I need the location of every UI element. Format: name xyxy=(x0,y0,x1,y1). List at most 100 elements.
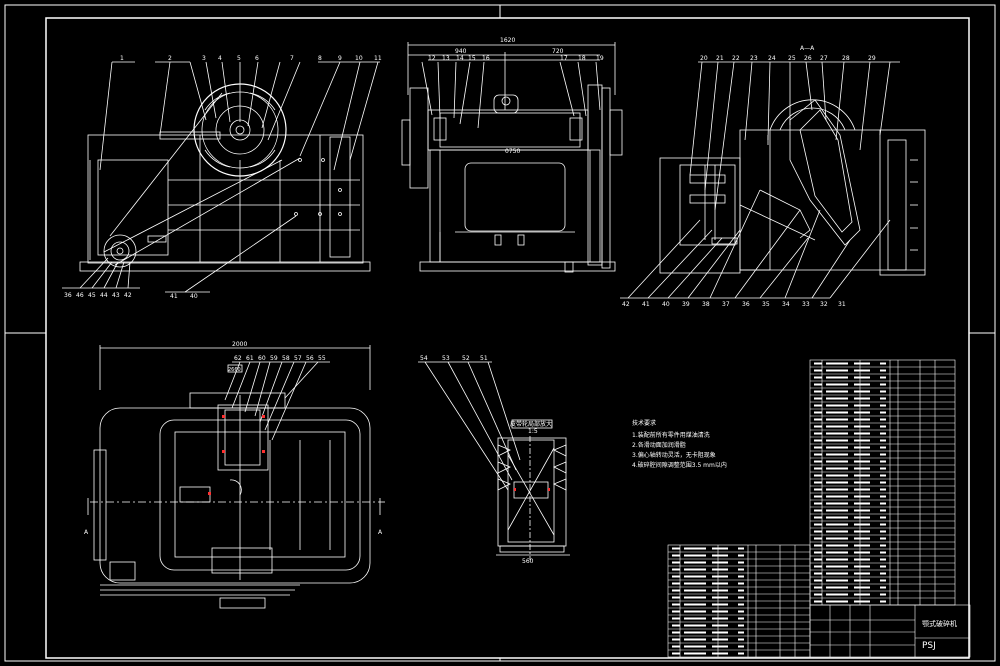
table-cell-glyph xyxy=(684,624,706,627)
table-cell-glyph xyxy=(854,572,870,575)
table-cell-glyph xyxy=(814,502,822,505)
table-cell-glyph xyxy=(854,453,870,456)
table-cell-glyph xyxy=(814,383,822,386)
svg-text:4: 4 xyxy=(218,55,222,62)
table-cell-glyph xyxy=(826,404,848,407)
plan-view-accents xyxy=(208,415,265,495)
table-cell-glyph xyxy=(854,586,870,589)
table-cell-glyph xyxy=(826,467,848,470)
table-cell-glyph xyxy=(854,397,870,400)
table-cell-glyph xyxy=(880,502,886,505)
table-cell-glyph xyxy=(814,446,822,449)
svg-text:35: 35 xyxy=(762,301,770,308)
table-cell-glyph xyxy=(854,516,870,519)
svg-text:A: A xyxy=(378,529,383,536)
table-cell-glyph xyxy=(672,638,680,641)
side-elevation-view xyxy=(62,61,380,293)
table-cell-glyph xyxy=(814,565,822,568)
svg-text:51: 51 xyxy=(480,355,488,362)
svg-text:39: 39 xyxy=(682,301,690,308)
table-cell-glyph xyxy=(712,561,728,564)
table-cell-glyph xyxy=(854,369,870,372)
table-cell-glyph xyxy=(826,418,848,421)
table-cell-glyph xyxy=(880,369,886,372)
svg-text:A: A xyxy=(84,529,89,536)
table-cell-glyph xyxy=(814,460,822,463)
table-cell-glyph xyxy=(814,572,822,575)
svg-text:31: 31 xyxy=(838,301,846,308)
table-cell-glyph xyxy=(672,645,680,648)
table-cell-glyph xyxy=(738,582,744,585)
svg-text:25: 25 xyxy=(788,55,796,62)
table-cell-glyph xyxy=(854,474,870,477)
sheave-accents xyxy=(514,488,550,491)
table-cell-glyph xyxy=(684,631,706,634)
table-cell-glyph xyxy=(712,582,728,585)
table-cell-glyph xyxy=(738,603,744,606)
svg-text:52: 52 xyxy=(462,355,470,362)
table-cell-glyph xyxy=(672,631,680,634)
table-cell-glyph xyxy=(738,645,744,648)
belt-length-label: 2660 xyxy=(228,367,241,373)
table-cell-glyph xyxy=(826,530,848,533)
table-cell-glyph xyxy=(880,558,886,561)
table-cell-glyph xyxy=(880,537,886,540)
svg-text:36: 36 xyxy=(742,301,750,308)
table-cell-glyph xyxy=(880,390,886,393)
table-cell-glyph xyxy=(854,404,870,407)
svg-text:皮带轮局部放大: 皮带轮局部放大 xyxy=(510,420,552,428)
table-cell-glyph xyxy=(814,600,822,603)
table-cell-glyph xyxy=(880,572,886,575)
table-cell-glyph xyxy=(854,390,870,393)
table-cell-glyph xyxy=(814,551,822,554)
table-cell-glyph xyxy=(712,652,728,655)
border-frame xyxy=(4,4,996,662)
table-cell-glyph xyxy=(814,481,822,484)
svg-text:1: 1 xyxy=(120,55,124,62)
table-cell-glyph xyxy=(826,600,848,603)
table-cell-glyph xyxy=(684,554,706,557)
table-cell-glyph xyxy=(826,572,848,575)
svg-text:24: 24 xyxy=(768,55,776,62)
table-cell-glyph xyxy=(712,631,728,634)
table-cell-glyph xyxy=(880,488,886,491)
table-cell-glyph xyxy=(826,369,848,372)
table-cell-glyph xyxy=(712,645,728,648)
table-cell-glyph xyxy=(684,638,706,641)
svg-text:9: 9 xyxy=(338,55,342,62)
table-cell-glyph xyxy=(684,617,706,620)
technical-note-1: 1.装配前所有零件用煤油清洗 xyxy=(632,432,710,439)
svg-text:10: 10 xyxy=(355,55,363,62)
table-cell-glyph xyxy=(854,460,870,463)
svg-text:5: 5 xyxy=(237,55,241,62)
table-cell-glyph xyxy=(814,488,822,491)
svg-text:38: 38 xyxy=(702,301,710,308)
table-cell-glyph xyxy=(814,495,822,498)
table-cell-glyph xyxy=(880,376,886,379)
table-cell-glyph xyxy=(880,530,886,533)
table-cell-glyph xyxy=(684,596,706,599)
table-cell-glyph xyxy=(712,596,728,599)
svg-text:3: 3 xyxy=(202,55,206,62)
table-cell-glyph xyxy=(826,383,848,386)
table-cell-glyph xyxy=(880,439,886,442)
table-cell-glyph xyxy=(826,579,848,582)
svg-text:2: 2 xyxy=(168,55,172,62)
table-cell-glyph xyxy=(826,425,848,428)
table-cell-glyph xyxy=(814,404,822,407)
table-cell-glyph xyxy=(880,446,886,449)
table-cell-glyph xyxy=(854,537,870,540)
table-cell-glyph xyxy=(672,589,680,592)
table-cell-glyph xyxy=(880,425,886,428)
front-elevation-view xyxy=(401,42,623,273)
svg-text:2000: 2000 xyxy=(232,341,247,348)
table-cell-glyph xyxy=(826,453,848,456)
sheave-labels: 皮带轮局部放大 1:5 560 54 53 52 51 xyxy=(420,355,552,565)
table-cell-glyph xyxy=(738,610,744,613)
table-cell-glyph xyxy=(826,544,848,547)
table-cell-glyph xyxy=(880,418,886,421)
table-cell-glyph xyxy=(814,509,822,512)
table-cell-glyph xyxy=(826,558,848,561)
table-cell-glyph xyxy=(814,579,822,582)
svg-text:57: 57 xyxy=(294,355,302,362)
